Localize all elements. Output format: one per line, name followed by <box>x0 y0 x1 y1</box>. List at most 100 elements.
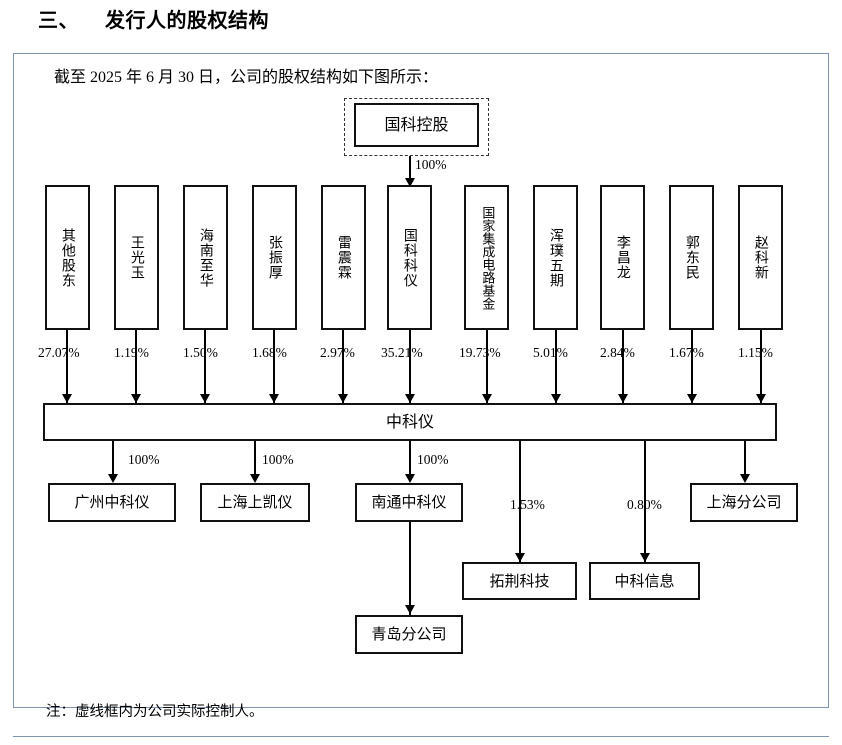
node-sub-nantong-zhongkeyi-label: 南通中科仪 <box>371 493 447 512</box>
node-shareholder-zhaokexin-label: 赵科新 <box>752 235 769 280</box>
edge-shareholder-5-arrow <box>338 394 348 403</box>
node-shareholder-other-label: 其他股东 <box>59 227 76 288</box>
node-sub-nantong-zhongkeyi[interactable]: 南通中科仪 <box>355 483 463 522</box>
edge-shareholder-6-arrow <box>405 394 415 403</box>
edge-sub-5 <box>644 441 646 563</box>
edge-shareholder-7 <box>486 330 488 403</box>
edge-shareholder-2 <box>135 330 137 403</box>
node-shareholder-leizhenlin-label: 雷震霖 <box>335 235 352 280</box>
node-branch-shanghai-label: 上海分公司 <box>706 493 782 512</box>
edge-shareholder-3 <box>204 330 206 403</box>
node-branch-qingdao[interactable]: 青岛分公司 <box>355 615 463 654</box>
edge-shareholder-8 <box>555 330 557 403</box>
page-title-number: 三、 <box>38 10 79 32</box>
edge-shareholder-6-label: 35.21% <box>381 345 423 360</box>
node-shareholder-lichanglong-label: 李昌龙 <box>614 235 631 280</box>
node-branch-qingdao-label: 青岛分公司 <box>371 625 447 644</box>
edge-shareholder-10-arrow <box>687 394 697 403</box>
edge-shareholder-9 <box>622 330 624 403</box>
node-shareholder-leizhenlin[interactable]: 雷震霖 <box>321 185 366 330</box>
node-shareholder-lichanglong[interactable]: 李昌龙 <box>600 185 645 330</box>
edge-shareholder-5-label: 2.97% <box>320 345 355 360</box>
edge-sub-1 <box>112 441 114 481</box>
node-issuer-zhongkeyi[interactable]: 中科仪 <box>43 403 777 441</box>
edge-shareholder-10-label: 1.67% <box>669 345 704 360</box>
edge-sub-6-arrow <box>740 474 750 483</box>
edge-shareholder-6 <box>409 330 411 403</box>
node-shareholder-hunpu5[interactable]: 浑璞五期 <box>533 185 578 330</box>
edge-shareholder-4-arrow <box>269 394 279 403</box>
edge-shareholder-4 <box>273 330 275 403</box>
edge-sub-4 <box>519 441 521 563</box>
node-sub-zhongke-info-label: 中科信息 <box>614 571 675 590</box>
edge-grandchild-arrow <box>405 605 415 614</box>
node-shareholder-ic-fund[interactable]: 国家集成电路基金 <box>464 185 509 330</box>
edge-shareholder-10 <box>691 330 693 403</box>
edge-shareholder-11 <box>760 330 762 403</box>
edge-sub-1-label: 100% <box>128 452 160 467</box>
edge-shareholder-4-label: 1.68% <box>252 345 287 360</box>
node-shareholder-guodongmin-label: 郭东民 <box>683 235 700 280</box>
edge-sub-3 <box>409 441 411 481</box>
edge-shareholder-9-arrow <box>618 394 628 403</box>
node-shareholder-guokekeyi-label: 国科科仪 <box>401 227 418 288</box>
page-title: 三、 发行人的股权结构 <box>38 4 269 33</box>
node-guoke-holding[interactable]: 国科控股 <box>354 103 479 147</box>
node-sub-zhongke-info[interactable]: 中科信息 <box>589 562 700 600</box>
edge-shareholder-7-arrow <box>482 394 492 403</box>
node-shareholder-wangguangyu[interactable]: 王光玉 <box>114 185 159 330</box>
edge-shareholder-8-label: 5.01% <box>533 345 568 360</box>
edge-shareholder-9-label: 2.84% <box>600 345 635 360</box>
diagram-note: 注：虚线框内为公司实际控制人。 <box>46 704 264 720</box>
edge-shareholder-11-arrow <box>756 394 766 403</box>
edge-sub-2-arrow <box>250 474 260 483</box>
edge-shareholder-2-arrow <box>131 394 141 403</box>
edge-controller-arrow <box>405 178 415 187</box>
edge-shareholder-1-label: 27.07% <box>38 345 80 360</box>
node-sub-shanghai-shangkaiyi-label: 上海上凯仪 <box>217 493 293 512</box>
node-issuer-zhongkeyi-label: 中科仪 <box>385 412 434 432</box>
node-sub-guangzhou-zhongkeyi[interactable]: 广州中科仪 <box>48 483 176 522</box>
edge-shareholder-8-arrow <box>551 394 561 403</box>
edge-sub-2 <box>254 441 256 481</box>
edge-sub-1-arrow <box>108 474 118 483</box>
node-shareholder-zhangzhenhou[interactable]: 张振厚 <box>252 185 297 330</box>
edge-sub-2-label: 100% <box>262 452 294 467</box>
edge-grandchild <box>409 522 411 615</box>
node-shareholder-wangguangyu-label: 王光玉 <box>128 235 145 280</box>
node-shareholder-guodongmin[interactable]: 郭东民 <box>669 185 714 330</box>
actual-controller-dashed-frame <box>344 98 489 156</box>
edge-controller-to-guokekeyi <box>409 156 411 186</box>
node-shareholder-hainanzhihua[interactable]: 海南至华 <box>183 185 228 330</box>
footer-rule <box>13 736 829 737</box>
node-shareholder-zhangzhenhou-label: 张振厚 <box>266 235 283 280</box>
edge-shareholder-3-label: 1.50% <box>183 345 218 360</box>
edge-sub-4-arrow <box>515 553 525 562</box>
node-sub-tuojing-tech[interactable]: 拓荆科技 <box>462 562 577 600</box>
edge-shareholder-5 <box>342 330 344 403</box>
node-shareholder-other[interactable]: 其他股东 <box>45 185 90 330</box>
edge-shareholder-1 <box>66 330 68 403</box>
edge-sub-3-label: 100% <box>417 452 449 467</box>
node-sub-shanghai-shangkaiyi[interactable]: 上海上凯仪 <box>200 483 310 522</box>
edge-shareholder-1-arrow <box>62 394 72 403</box>
node-guoke-holding-label: 国科控股 <box>384 115 449 135</box>
edge-shareholder-2-label: 1.19% <box>114 345 149 360</box>
edge-sub-5-label: 0.80% <box>627 497 662 512</box>
edge-sub-3-arrow <box>405 474 415 483</box>
edge-controller-label: 100% <box>415 157 447 172</box>
edge-shareholder-11-label: 1.15% <box>738 345 773 360</box>
node-sub-guangzhou-zhongkeyi-label: 广州中科仪 <box>74 493 150 512</box>
node-branch-shanghai[interactable]: 上海分公司 <box>690 483 798 522</box>
edge-shareholder-3-arrow <box>200 394 210 403</box>
intro-text: 截至 2025 年 6 月 30 日，公司的股权结构如下图所示： <box>54 69 439 86</box>
edge-sub-5-arrow <box>640 553 650 562</box>
node-shareholder-ic-fund-label: 国家集成电路基金 <box>479 205 495 310</box>
page-title-text: 发行人的股权结构 <box>105 10 269 32</box>
edge-sub-6 <box>744 441 746 481</box>
node-shareholder-zhaokexin[interactable]: 赵科新 <box>738 185 783 330</box>
node-sub-tuojing-tech-label: 拓荆科技 <box>489 571 550 590</box>
node-shareholder-hainanzhihua-label: 海南至华 <box>197 227 214 288</box>
node-shareholder-guokekeyi[interactable]: 国科科仪 <box>387 185 432 330</box>
